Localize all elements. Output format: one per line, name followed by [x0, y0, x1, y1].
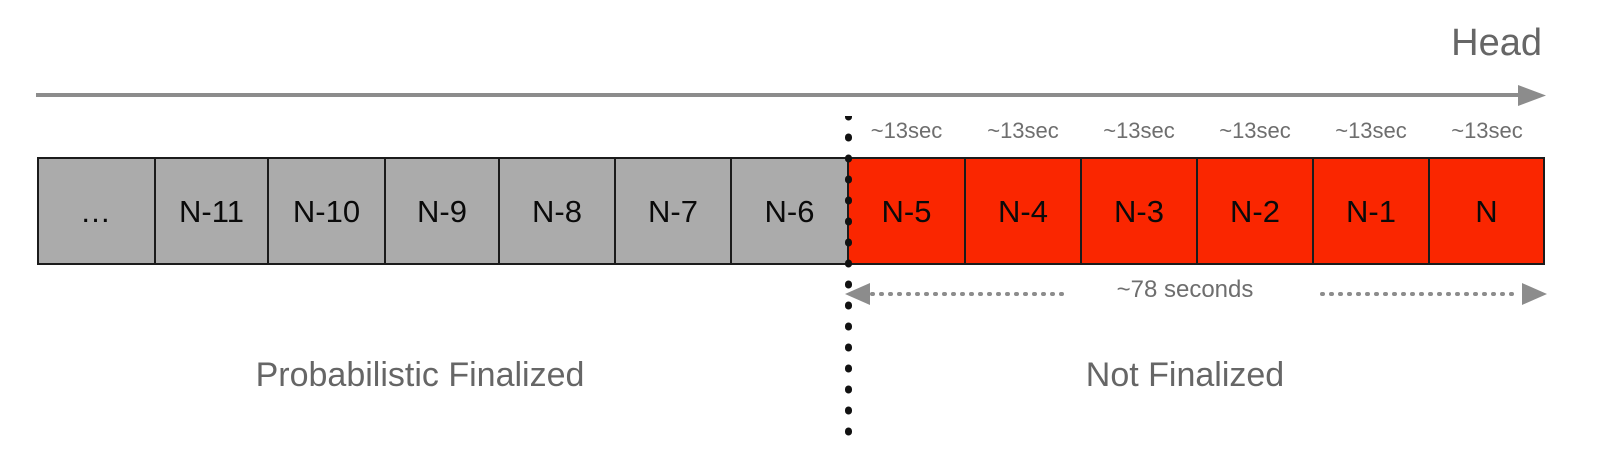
block-cell-n-7[interactable]: N-7	[615, 157, 731, 265]
block-cell-ellipsis[interactable]: …	[37, 157, 155, 265]
tick-label-n-4: ~13sec	[987, 118, 1059, 143]
block-cell-n-10[interactable]: N-10	[268, 157, 385, 265]
head-label: Head	[1451, 22, 1542, 64]
block-cell-n[interactable]: N	[1429, 157, 1545, 265]
region-caption-probabilistic-finalized: Probabilistic Finalized	[255, 356, 585, 394]
tick-label-row: ~13sec ~13sec ~13sec ~13sec ~13sec ~13se…	[848, 115, 1545, 147]
block-cell-n-6[interactable]: N-6	[731, 157, 848, 265]
tick-label-n: ~13sec	[1451, 118, 1523, 143]
block-cell-n-8[interactable]: N-8	[499, 157, 615, 265]
block-cell-n-1[interactable]: N-1	[1313, 157, 1429, 265]
block-cell-n-2[interactable]: N-2	[1197, 157, 1313, 265]
finality-boundary-dotted-line-icon	[845, 116, 852, 441]
tick-label-n-2: ~13sec	[1219, 118, 1291, 143]
tick-label-n-3: ~13sec	[1103, 118, 1175, 143]
block-cell-n-4[interactable]: N-4	[965, 157, 1081, 265]
region-caption-not-finalized: Not Finalized	[1085, 356, 1285, 394]
block-cell-n-11[interactable]: N-11	[155, 157, 268, 265]
chain-direction-arrow-icon	[36, 85, 1546, 106]
block-cell-n-3[interactable]: N-3	[1081, 157, 1197, 265]
block-cell-n-5[interactable]: N-5	[848, 157, 965, 265]
tick-label-n-5: ~13sec	[870, 118, 943, 143]
span-duration-label: ~78 seconds	[1116, 276, 1254, 303]
tick-label-n-1: ~13sec	[1335, 118, 1407, 143]
blockchain-row: … N-11 N-10 N-9 N-8 N-7 N-6 N-5 N-4 N-3 …	[37, 157, 1545, 265]
block-cell-n-9[interactable]: N-9	[385, 157, 499, 265]
span-double-arrow-icon	[845, 283, 1547, 305]
